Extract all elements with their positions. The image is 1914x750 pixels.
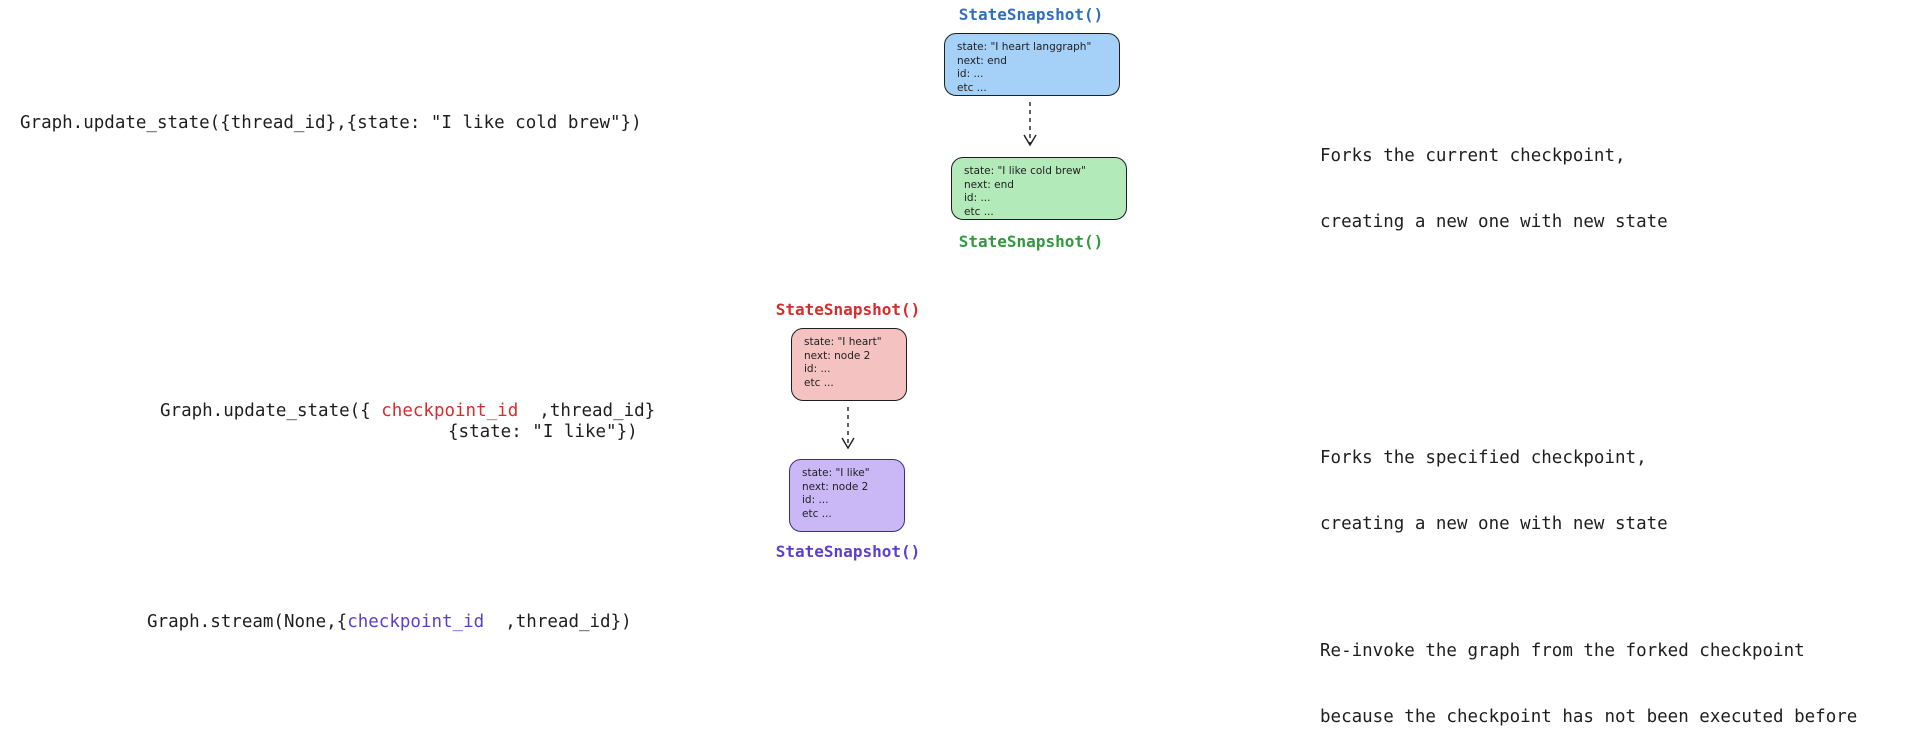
note-line: Re-invoke the graph from the forked chec… xyxy=(1320,641,1805,661)
note-line: because the checkpoint has not been exec… xyxy=(1320,707,1858,727)
code-text: Graph.stream(None,{ xyxy=(147,612,348,632)
snapshot-label-green: StateSnapshot() xyxy=(958,232,1104,251)
stream-code: Graph.stream(None,{checkpoint_id ,thread… xyxy=(147,611,632,633)
update-state-code: Graph.update_state({thread_id},{state: "… xyxy=(20,113,642,133)
box-line: etc ... xyxy=(964,205,994,218)
box-line: next: end xyxy=(957,54,1007,67)
snapshot-label-purple: StateSnapshot() xyxy=(775,542,921,561)
row2-note: Forks the specified checkpoint, creating… xyxy=(1320,403,1668,557)
box-line: id: ... xyxy=(957,68,984,80)
row1-note: Forks the current checkpoint, creating a… xyxy=(1320,101,1668,255)
snapshot-box-purple: state: "I like" next: node 2 id: ... etc… xyxy=(789,459,905,532)
fork-arrow xyxy=(1023,102,1037,147)
code-text: Graph.update_state({ xyxy=(160,401,382,421)
box-line: next: node 2 xyxy=(804,349,871,362)
row3-note: Re-invoke the graph from the forked chec… xyxy=(1320,596,1857,750)
box-line: id: ... xyxy=(964,192,991,204)
box-line: etc ... xyxy=(802,507,832,520)
snapshot-label-blue: StateSnapshot() xyxy=(958,5,1104,24)
snapshot-box-green: state: "I like cold brew" next: end id: … xyxy=(951,157,1127,220)
note-line: Forks the specified checkpoint, xyxy=(1320,448,1647,468)
box-line: state: "I heart" xyxy=(804,336,882,348)
note-line: creating a new one with new state xyxy=(1320,212,1668,232)
box-line: id: ... xyxy=(802,494,829,506)
fork-arrow xyxy=(841,407,855,450)
checkpoint-id-highlight: checkpoint_id xyxy=(381,401,519,421)
box-line: id: ... xyxy=(804,363,831,375)
update-state-checkpoint-code: Graph.update_state({ checkpoint_id ,thre… xyxy=(160,400,655,422)
box-line: next: end xyxy=(964,178,1014,191)
box-line: next: node 2 xyxy=(802,480,869,493)
note-line: creating a new one with new state xyxy=(1320,514,1668,534)
box-line: state: "I like" xyxy=(802,467,870,479)
box-line: state: "I like cold brew" xyxy=(964,165,1086,177)
update-state-checkpoint-code-line2: {state: "I like"}) xyxy=(448,422,638,442)
snapshot-box-blue: state: "I heart langgraph" next: end id:… xyxy=(944,33,1120,96)
box-line: etc ... xyxy=(957,81,987,94)
note-line: Forks the current checkpoint, xyxy=(1320,146,1626,166)
box-line: state: "I heart langgraph" xyxy=(957,41,1092,53)
snapshot-box-red: state: "I heart" next: node 2 id: ... et… xyxy=(791,328,907,401)
snapshot-label-red: StateSnapshot() xyxy=(775,300,921,319)
box-line: etc ... xyxy=(804,376,834,389)
checkpoint-id-highlight: checkpoint_id xyxy=(347,612,485,632)
code-text: ,thread_id}) xyxy=(484,612,632,632)
code-text: ,thread_id} xyxy=(518,401,656,421)
